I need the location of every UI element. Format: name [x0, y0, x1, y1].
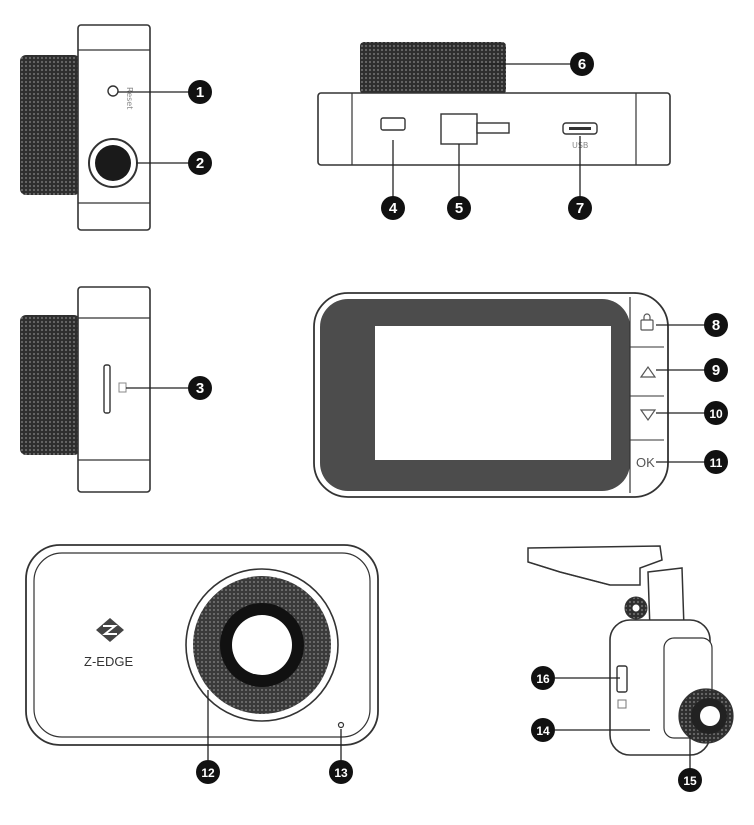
callout-13: 13	[329, 760, 353, 784]
brand-text: Z-EDGE	[84, 654, 133, 669]
svg-text:12: 12	[201, 766, 215, 780]
port-icon	[617, 699, 627, 709]
top-view: USB	[317, 42, 671, 198]
reset-label: Reset	[125, 87, 134, 109]
power-button-cap	[95, 145, 131, 181]
callout-2: 2	[188, 151, 212, 175]
knurled-ring-2	[20, 315, 80, 455]
callout-4: 4	[381, 196, 405, 220]
brand-logo: Z-EDGE	[84, 618, 133, 669]
left-side-view: Reset	[20, 24, 192, 231]
lock-icon	[643, 313, 651, 320]
svg-text:16: 16	[536, 672, 550, 686]
ok-button[interactable]: OK	[636, 455, 655, 470]
callout-10: 10	[704, 401, 728, 425]
mount-knob	[360, 42, 506, 94]
callout-15: 15	[678, 768, 702, 792]
adhesive-mount	[527, 545, 663, 586]
svg-text:5: 5	[455, 200, 463, 217]
svg-text:13: 13	[334, 766, 348, 780]
callout-16: 16	[531, 666, 555, 690]
callout-5: 5	[447, 196, 471, 220]
callout-6: 6	[570, 52, 594, 76]
reset-hole[interactable]	[107, 85, 119, 97]
svg-text:11: 11	[710, 456, 723, 470]
svg-text:1: 1	[196, 84, 204, 101]
svg-text:4: 4	[389, 200, 398, 217]
front-view: Z-EDGE	[25, 544, 379, 760]
callout-12: 12	[196, 760, 220, 784]
svg-text:9: 9	[712, 362, 720, 379]
svg-text:10: 10	[709, 407, 723, 421]
svg-text:2: 2	[196, 155, 204, 172]
lens-glass	[232, 615, 292, 675]
mount-view	[527, 545, 734, 770]
svg-text:15: 15	[683, 774, 697, 788]
svg-text:7: 7	[576, 200, 584, 217]
microphone-hole	[337, 721, 345, 729]
sd-card-icon	[118, 382, 127, 393]
gps-port[interactable]	[440, 113, 478, 145]
right-side-view	[20, 286, 192, 493]
callout-3: 3	[188, 376, 212, 400]
side-body-2	[77, 286, 151, 493]
svg-text:8: 8	[712, 317, 720, 334]
callout-9: 9	[704, 358, 728, 382]
callout-11: 11	[704, 450, 728, 474]
lens-center	[700, 706, 720, 726]
side-port[interactable]	[616, 665, 628, 693]
knurled-ring	[20, 55, 80, 195]
callout-14: 14	[531, 718, 555, 742]
svg-text:6: 6	[578, 56, 586, 73]
rear-cam-port[interactable]	[380, 117, 406, 131]
up-arrow-icon[interactable]	[639, 365, 657, 378]
side-body	[77, 24, 151, 231]
callout-1: 1	[188, 80, 212, 104]
lock-button[interactable]	[640, 313, 654, 331]
gps-connector	[476, 122, 510, 134]
svg-text:3: 3	[196, 380, 204, 397]
svg-text:14: 14	[536, 724, 550, 738]
callout-8: 8	[704, 313, 728, 337]
screen	[375, 326, 611, 460]
back-view: OK	[313, 292, 706, 498]
down-arrow-icon[interactable]	[639, 409, 657, 422]
callout-7: 7	[568, 196, 592, 220]
sd-card-slot[interactable]	[103, 364, 111, 414]
